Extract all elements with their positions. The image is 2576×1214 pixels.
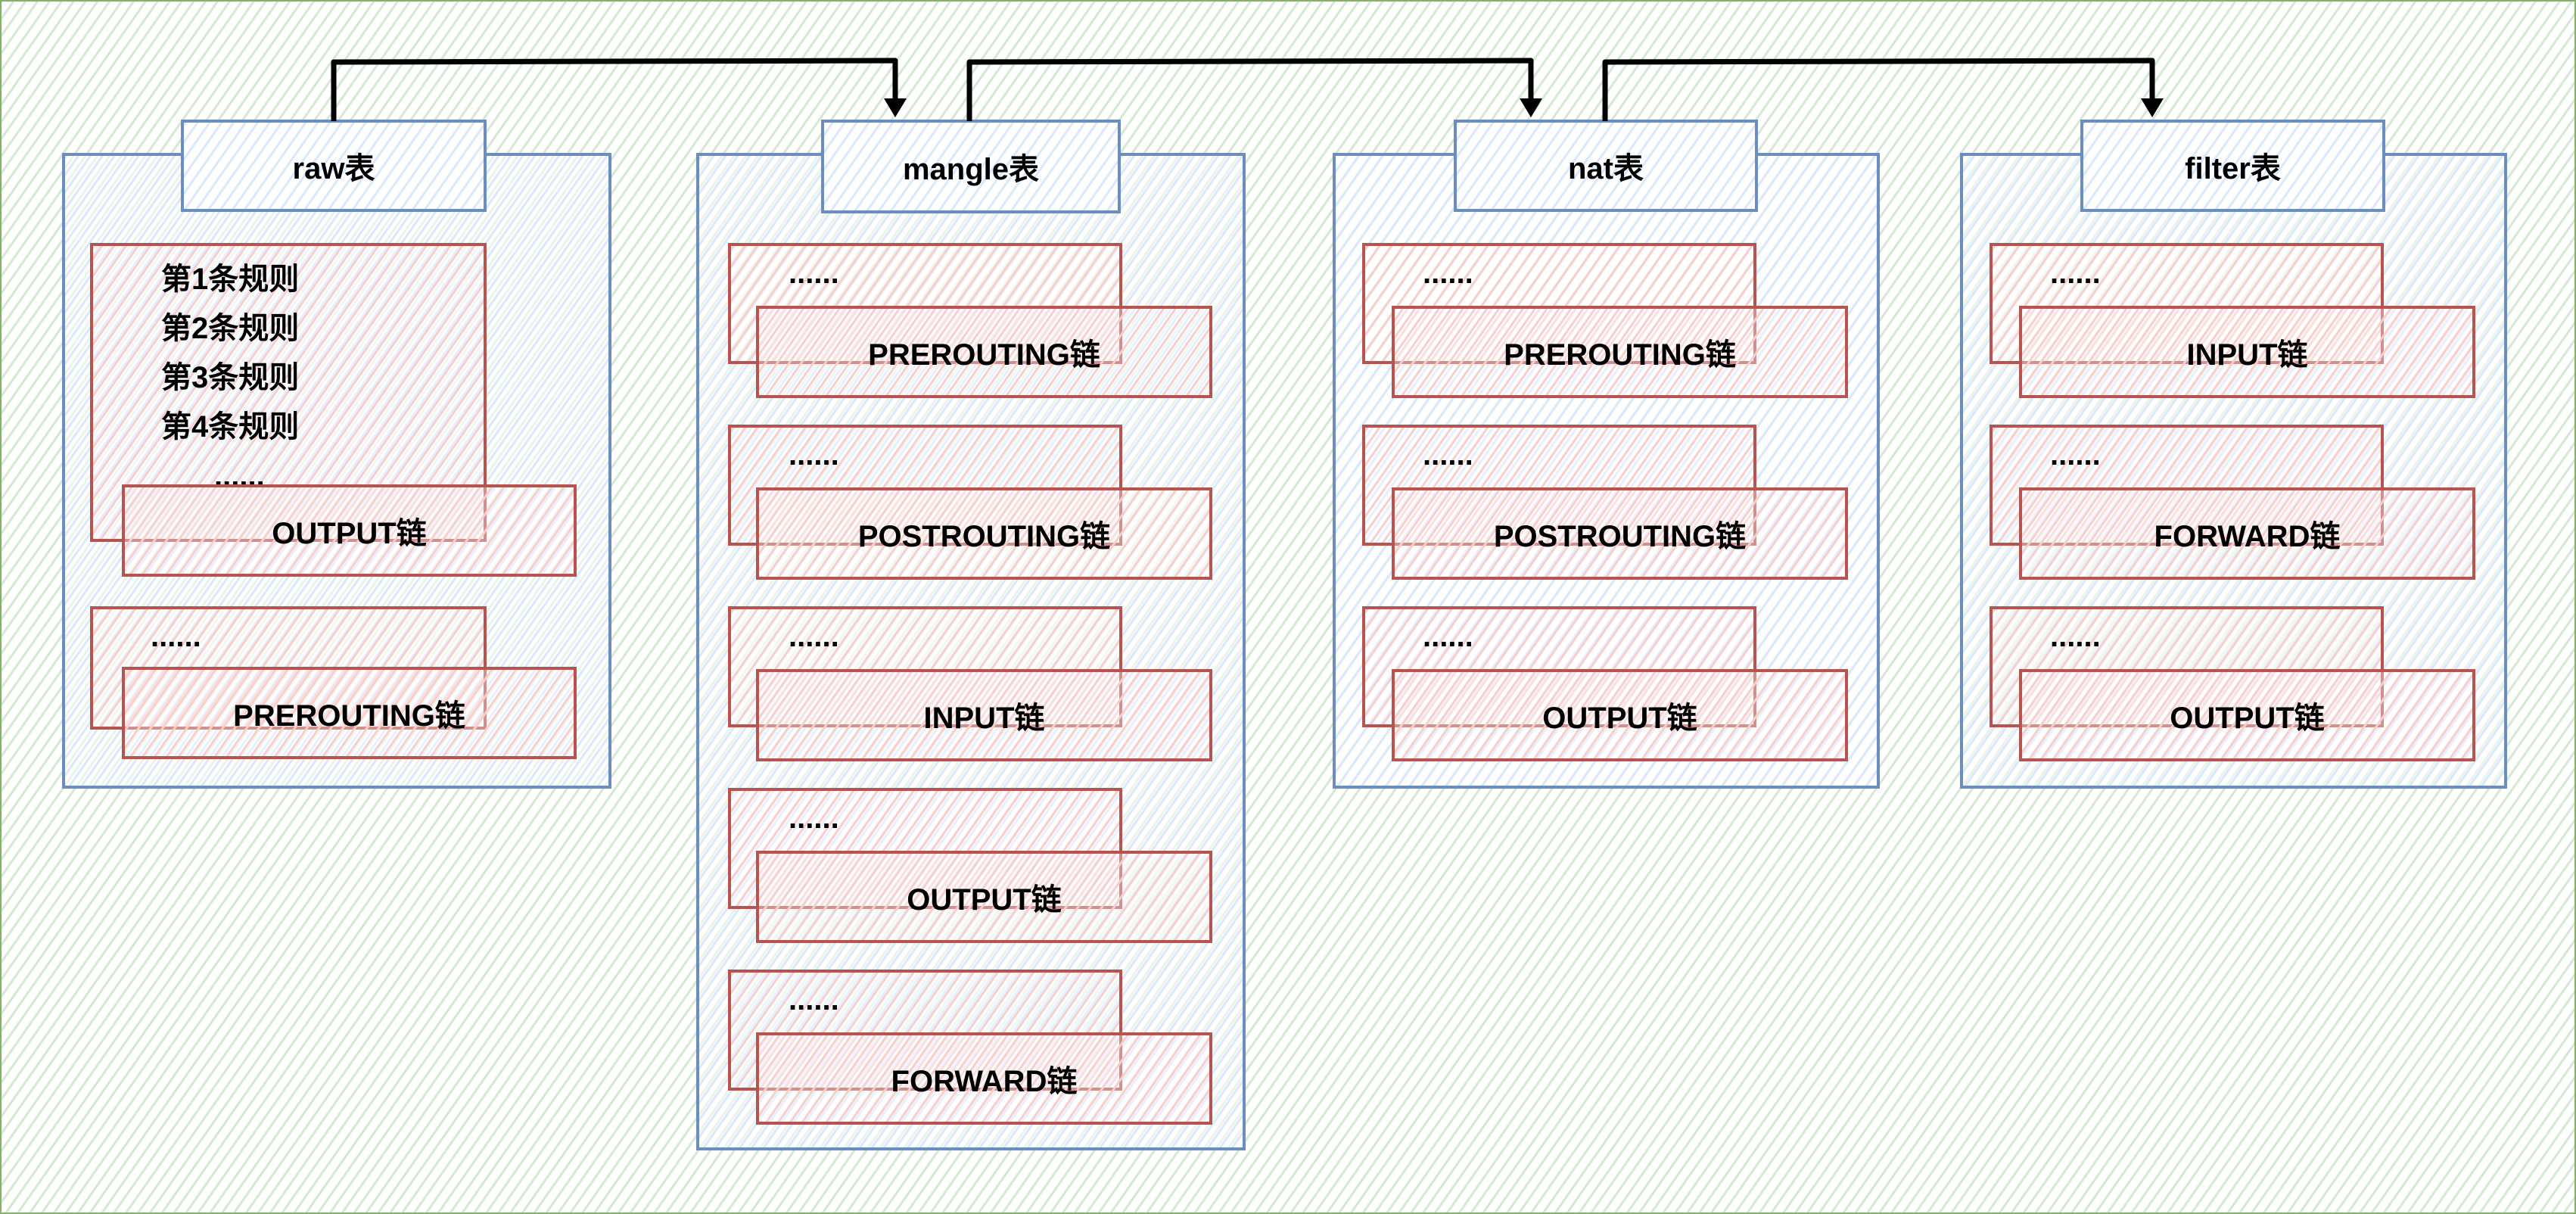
rule-item: 第1条规则 — [161, 263, 300, 296]
more-rules-ellipsis: ...... — [789, 257, 839, 290]
chain-name: POSTROUTING链 — [857, 520, 1111, 553]
chain-label: INPUT链 — [756, 669, 1212, 761]
table-title: mangle表 — [902, 153, 1040, 186]
table-title: filter表 — [2185, 152, 2281, 185]
rules-text: 第1条规则第2条规则第3条规则第4条规则...... — [161, 255, 299, 501]
more-rules-ellipsis: ...... — [789, 802, 839, 835]
chain-name: OUTPUT链 — [907, 883, 1062, 917]
chain-label: PREROUTING链 — [122, 667, 577, 759]
chain-label: PREROUTING链 — [756, 306, 1212, 398]
raw-table-header: raw表 — [181, 120, 487, 212]
rule-item: 第3条规则 — [161, 361, 300, 394]
chain-name: FORWARD链 — [891, 1065, 1078, 1098]
chain-name: FORWARD链 — [2154, 520, 2341, 553]
more-rules-ellipsis: ...... — [1423, 257, 1473, 290]
arrow-mangle-to-nat — [966, 58, 1534, 121]
chain-label: FORWARD链 — [2019, 487, 2475, 580]
chain-label: POSTROUTING链 — [1392, 487, 1848, 580]
chain-name: PREROUTING链 — [1504, 338, 1736, 372]
more-rules-ellipsis: ...... — [2050, 438, 2101, 472]
chain-name: PREROUTING链 — [868, 338, 1100, 372]
chain-label: POSTROUTING链 — [756, 487, 1212, 580]
chain-label: OUTPUT链 — [2019, 669, 2475, 761]
rule-item: 第2条规则 — [161, 312, 300, 345]
chain-label: OUTPUT链 — [756, 851, 1212, 943]
mangle-table-header: mangle表 — [821, 120, 1121, 213]
nat-table-header: nat表 — [1454, 120, 1758, 212]
more-rules-ellipsis: ...... — [789, 983, 839, 1016]
table-title: nat表 — [1568, 152, 1644, 185]
chain-name: OUTPUT链 — [272, 517, 427, 550]
more-rules-ellipsis: ...... — [789, 438, 839, 472]
more-rules-ellipsis: ...... — [1423, 438, 1473, 472]
more-rules-ellipsis: ...... — [1423, 620, 1473, 653]
arrow-raw-to-mangle — [331, 58, 898, 121]
chain-label: INPUT链 — [2019, 306, 2475, 398]
more-rules-ellipsis: ...... — [151, 620, 201, 653]
arrowhead-icon — [2141, 98, 2164, 117]
rule-item: 第4条规则 — [161, 410, 300, 444]
filter-table-header: filter表 — [2080, 120, 2385, 212]
chain-name: INPUT链 — [2186, 338, 2308, 372]
chain-label: PREROUTING链 — [1392, 306, 1848, 398]
arrowhead-icon — [884, 98, 907, 117]
chain-label: OUTPUT链 — [1392, 669, 1848, 761]
chain-label: OUTPUT链 — [122, 484, 577, 577]
more-rules-ellipsis: ...... — [2050, 257, 2101, 290]
chain-label: FORWARD链 — [756, 1032, 1212, 1125]
chain-name: OUTPUT链 — [2170, 702, 2325, 735]
arrow-nat-to-filter — [1602, 58, 2155, 121]
chain-name: POSTROUTING链 — [1493, 520, 1747, 553]
table-title: raw表 — [292, 152, 375, 185]
chain-name: INPUT链 — [923, 702, 1045, 735]
chain-name: OUTPUT链 — [1542, 702, 1697, 735]
more-rules-ellipsis: ...... — [2050, 620, 2101, 653]
chain-name: PREROUTING链 — [233, 699, 465, 733]
arrowhead-icon — [1520, 98, 1542, 117]
more-rules-ellipsis: ...... — [789, 620, 839, 653]
